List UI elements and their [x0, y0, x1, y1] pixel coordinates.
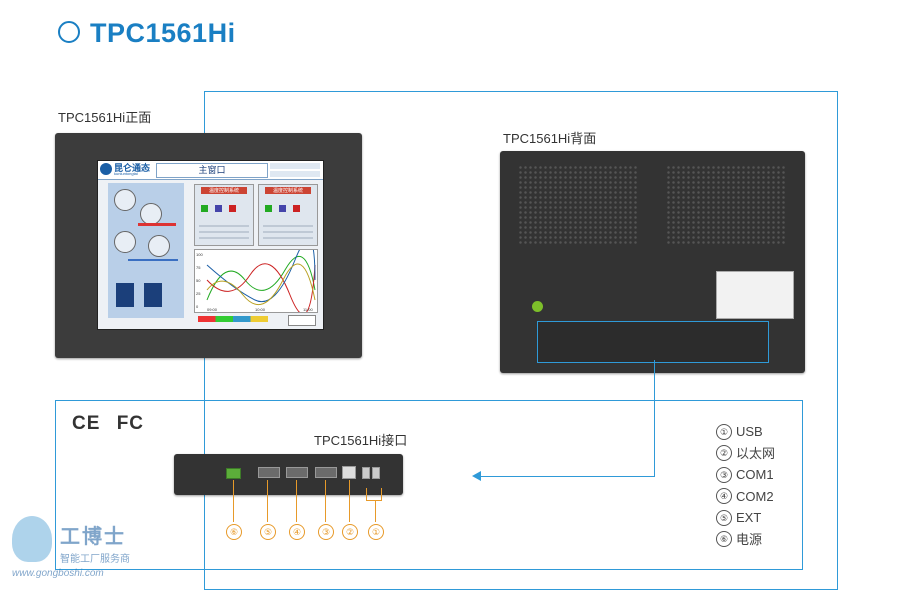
- window-title: 主窗口: [156, 163, 268, 178]
- clock-box: [270, 163, 320, 169]
- stop-button[interactable]: [229, 205, 236, 212]
- pipe: [138, 223, 176, 226]
- certifications: CE FC: [72, 413, 144, 435]
- watermark-url: www.gongboshi.com: [12, 568, 104, 579]
- brand-name: 昆仑通态: [114, 163, 151, 173]
- fan-icon: [140, 203, 162, 225]
- callout-line: [375, 500, 376, 522]
- legend-chips: [198, 316, 268, 322]
- ext-port[interactable]: [258, 467, 280, 478]
- chart-y-tick: 75: [196, 265, 201, 270]
- callout-line: [325, 480, 326, 522]
- panel-left-title: 温度控制系统: [201, 187, 247, 194]
- product-sticker: [716, 271, 794, 319]
- trend-chart: 100 75 50 25 0 09:00 10:00 11:00: [194, 238, 318, 315]
- ground-icon: [532, 301, 543, 312]
- vent-grille-right: [666, 165, 786, 245]
- brand-logo-icon: [100, 163, 112, 175]
- interface-frame: [55, 400, 803, 570]
- chart-y-tick: 25: [196, 291, 201, 296]
- watermark: 工博士 智能工厂服务商 www.gongboshi.com: [8, 512, 158, 584]
- touch-screen[interactable]: 昆仑通态 kunluntongtai 主窗口 温度控制系统 温度控制系统: [97, 160, 324, 330]
- front-label: TPC1561Hi正面: [58, 110, 152, 125]
- callout-3: ③: [318, 524, 334, 540]
- front-device: 昆仑通态 kunluntongtai 主窗口 温度控制系统 温度控制系统: [55, 133, 362, 358]
- chart-x-tick: 11:00: [303, 307, 313, 312]
- callout-1: ①: [368, 524, 384, 540]
- process-diagram: [108, 183, 184, 318]
- chart-x-tick: 09:00: [207, 307, 218, 312]
- back-device: [500, 151, 805, 373]
- callout-4: ④: [289, 524, 305, 540]
- meter-box: [144, 283, 162, 307]
- pause-button[interactable]: [215, 205, 222, 212]
- com1-port[interactable]: [315, 467, 337, 478]
- back-label: TPC1561Hi背面: [503, 131, 597, 146]
- interface-label: TPC1561Hi接口: [314, 433, 408, 448]
- chart-x-tick: 10:00: [255, 307, 266, 312]
- callout-bracket: [366, 488, 382, 501]
- panel-right-title: 温度控制系统: [265, 187, 311, 194]
- screen-header: 昆仑通态 kunluntongtai 主窗口: [98, 161, 323, 180]
- fc-mark: FC: [116, 413, 145, 434]
- callout-5: ⑤: [260, 524, 276, 540]
- vent-grille-left: [518, 165, 638, 245]
- callout-line: [349, 480, 350, 522]
- robot-mascot-icon: [12, 516, 52, 562]
- back-port-strip: [537, 321, 769, 363]
- meter-box: [116, 283, 134, 307]
- interface-panel: [174, 454, 403, 495]
- callout-6: ⑥: [226, 524, 242, 540]
- callout-line: [233, 480, 234, 522]
- start-button[interactable]: [265, 205, 272, 212]
- readout-rows: [263, 221, 313, 239]
- callout-numbers: ⑥ ⑤ ④ ③ ② ①: [226, 524, 396, 540]
- arrow-line-h: [480, 476, 655, 477]
- fan-icon: [148, 235, 170, 257]
- chart-y-tick: 100: [196, 252, 203, 257]
- circle-bullet-icon: [58, 20, 80, 43]
- control-panel-right: 温度控制系统: [258, 184, 318, 246]
- callout-2: ②: [342, 524, 358, 540]
- brand-name-en: kunluntongtai: [114, 171, 138, 176]
- chart-y-tick: 0: [196, 304, 199, 309]
- stop-button[interactable]: [293, 205, 300, 212]
- ce-mark: CE: [72, 413, 101, 434]
- chart-y-tick: 50: [196, 278, 201, 283]
- readout-rows: [199, 221, 249, 239]
- start-button[interactable]: [201, 205, 208, 212]
- fan-icon: [114, 231, 136, 253]
- power-terminal[interactable]: [226, 468, 241, 479]
- ethernet-port[interactable]: [342, 466, 356, 479]
- watermark-name: 工博士: [60, 526, 126, 548]
- pipe: [128, 259, 178, 261]
- callout-line: [267, 480, 268, 522]
- callout-line: [296, 480, 297, 522]
- control-panel-left: 温度控制系统: [194, 184, 254, 246]
- usb-port[interactable]: [372, 467, 380, 479]
- page-title: TPC1561Hi: [58, 18, 236, 49]
- arrow-head-icon: [472, 471, 481, 481]
- status-box: [270, 171, 320, 177]
- trend-chart-svg: [206, 238, 316, 315]
- nav-button[interactable]: [288, 315, 316, 326]
- fan-icon: [114, 189, 136, 211]
- arrow-line-v: [654, 360, 655, 476]
- com2-port[interactable]: [286, 467, 308, 478]
- watermark-slogan: 智能工厂服务商: [60, 554, 130, 565]
- usb-port[interactable]: [362, 467, 370, 479]
- pause-button[interactable]: [279, 205, 286, 212]
